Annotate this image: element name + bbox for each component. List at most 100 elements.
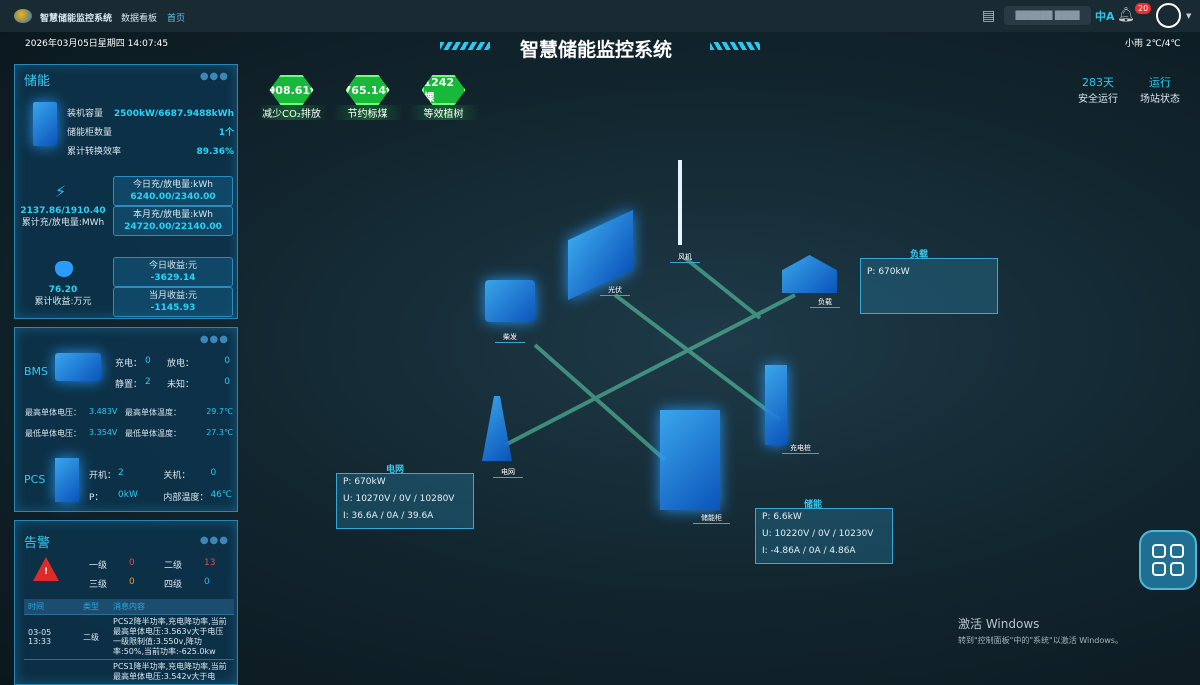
wind-turbine-icon[interactable] bbox=[678, 160, 682, 245]
panel-title: 告警 bbox=[24, 536, 51, 551]
more-icon[interactable]: ●●● bbox=[199, 71, 229, 82]
load-info-box: P: 670kW bbox=[860, 258, 998, 314]
badge-trees: 1242棵等效植树 bbox=[407, 75, 480, 120]
column-header: 时间 bbox=[24, 599, 79, 615]
level-count: 0 bbox=[129, 577, 135, 587]
diesel-label: 柴发 bbox=[495, 332, 525, 343]
label: 未知： bbox=[167, 380, 195, 390]
panel-title: 储能 bbox=[24, 74, 51, 89]
cell-message: PCS2降半功率,充电降功率,当前最高单体电压:3.563v大于电压一级限制值:… bbox=[109, 614, 234, 660]
value: 29.7℃ bbox=[206, 407, 233, 416]
value: 0 bbox=[210, 468, 217, 478]
avatar[interactable] bbox=[1156, 3, 1181, 28]
label: 当月收益:元 bbox=[148, 291, 198, 301]
flow-line-wind bbox=[683, 256, 762, 320]
badge-label: 节约标煤 bbox=[332, 105, 403, 120]
label: 最高单体温度： bbox=[125, 408, 181, 417]
value: 24720.00/22140.00 bbox=[124, 222, 222, 232]
flow-line-diesel-cabinet bbox=[533, 343, 667, 462]
datetime: 2026年03月05日星期四 14:07:45 bbox=[25, 39, 169, 49]
value: 46℃ bbox=[210, 490, 232, 500]
value: 2137.86/1910.40 bbox=[20, 206, 106, 216]
label: 最低单体温度： bbox=[125, 429, 181, 438]
label: 充电： bbox=[115, 359, 143, 369]
grid-icon bbox=[1170, 544, 1184, 558]
chevron-down-icon[interactable]: ▼ bbox=[1186, 12, 1192, 20]
today-income-box: 今日收益:元 -3629.14 bbox=[113, 257, 233, 287]
bms-pcs-panel: ●●● BMS 充电：0 放电：0 静置：2 未知：0 最高单体电压：3.483… bbox=[14, 327, 238, 512]
bms-status: 充电：0 放电：0 静置：2 未知：0 bbox=[115, 356, 230, 390]
level-count: 13 bbox=[204, 558, 216, 568]
grid-info-title: 电网 bbox=[386, 465, 405, 475]
label: 静置： bbox=[115, 380, 143, 390]
label: 今日收益:元 bbox=[148, 261, 198, 271]
storage-voltage: U: 10220V / 0V / 10230V bbox=[762, 529, 874, 539]
storage-cabinet-icon[interactable] bbox=[660, 410, 720, 510]
pv-label: 光伏 bbox=[600, 285, 630, 296]
value: 0kW bbox=[118, 490, 138, 500]
app-grid-button[interactable] bbox=[1139, 530, 1197, 590]
wind-label: 风机 bbox=[670, 252, 700, 263]
grid-label: 电网 bbox=[493, 467, 523, 478]
lightning-icon: ⚡︎ bbox=[55, 182, 67, 201]
cell-type: 二级 bbox=[79, 614, 109, 660]
label: 开机： bbox=[89, 471, 117, 481]
grid-voltage: U: 10270V / 0V / 10280V bbox=[343, 494, 455, 504]
charging-pile-icon[interactable] bbox=[765, 365, 787, 445]
storage-power: P: 6.6kW bbox=[762, 512, 802, 522]
grid-power: P: 670kW bbox=[343, 477, 386, 487]
stat-label: 安全运行 bbox=[1078, 94, 1118, 105]
nav-home[interactable]: 首页 bbox=[167, 14, 186, 24]
table-row[interactable]: PCS1降半功率,充电降功率,当前最高单体电压:3.542v大于电 bbox=[24, 659, 234, 684]
more-icon[interactable]: ●●● bbox=[199, 334, 229, 345]
value: -3629.14 bbox=[150, 273, 196, 283]
cell-type bbox=[79, 659, 109, 684]
stat-value: 89.36% bbox=[196, 147, 235, 157]
table-header: 时间类型消息内容 bbox=[24, 599, 234, 615]
diesel-generator-icon[interactable] bbox=[485, 280, 535, 322]
storage-current: I: -4.86A / 0A / 4.86A bbox=[762, 546, 856, 556]
title-decoration-left bbox=[440, 42, 490, 50]
badge-label: 等效植树 bbox=[408, 105, 479, 120]
label: P： bbox=[89, 493, 104, 503]
badge-value: 1242棵 bbox=[421, 75, 466, 105]
user-field[interactable]: ██████ ████ bbox=[1004, 6, 1091, 25]
flow-line-pv-charger bbox=[613, 293, 782, 422]
value: 0 bbox=[224, 356, 230, 366]
pcs-stats: 开机：2 关机：0 P：0kW 内部温度：46℃ bbox=[89, 468, 232, 503]
stat-value: 283天 bbox=[1082, 76, 1114, 89]
level-label: 三级 bbox=[89, 580, 108, 590]
stat-label: 装机容量 bbox=[67, 109, 104, 119]
document-icon[interactable]: ▤ bbox=[982, 8, 996, 24]
load-power: P: 670kW bbox=[867, 267, 910, 277]
value: -1145.93 bbox=[150, 303, 196, 313]
level-count: 0 bbox=[129, 558, 135, 568]
value: 2 bbox=[145, 377, 151, 387]
label: 最低单体电压： bbox=[25, 429, 81, 438]
bms-cell-stats: 最高单体电压：3.483V 最高单体温度：29.7℃ 最低单体电压：3.354V… bbox=[25, 407, 233, 439]
stat-value: 1个 bbox=[218, 128, 234, 138]
column-header: 消息内容 bbox=[109, 599, 234, 615]
more-icon[interactable]: ●●● bbox=[199, 535, 229, 546]
bell-icon[interactable]: 🔔︎ bbox=[1117, 7, 1135, 23]
nav-data-board[interactable]: 数据看板 bbox=[121, 14, 158, 24]
storage-info-box: P: 6.6kW U: 10220V / 0V / 10230V I: -4.86A… bbox=[755, 508, 893, 564]
language-icon[interactable]: 中A bbox=[1095, 10, 1115, 23]
activation-watermark-title: 激活 Windows bbox=[958, 617, 1040, 631]
label: 关机： bbox=[163, 471, 191, 481]
grid-current: I: 36.6A / 0A / 39.6A bbox=[343, 511, 434, 521]
label: 今日充/放电量:kWh bbox=[133, 180, 213, 190]
charger-label: 充电桩 bbox=[782, 443, 819, 454]
